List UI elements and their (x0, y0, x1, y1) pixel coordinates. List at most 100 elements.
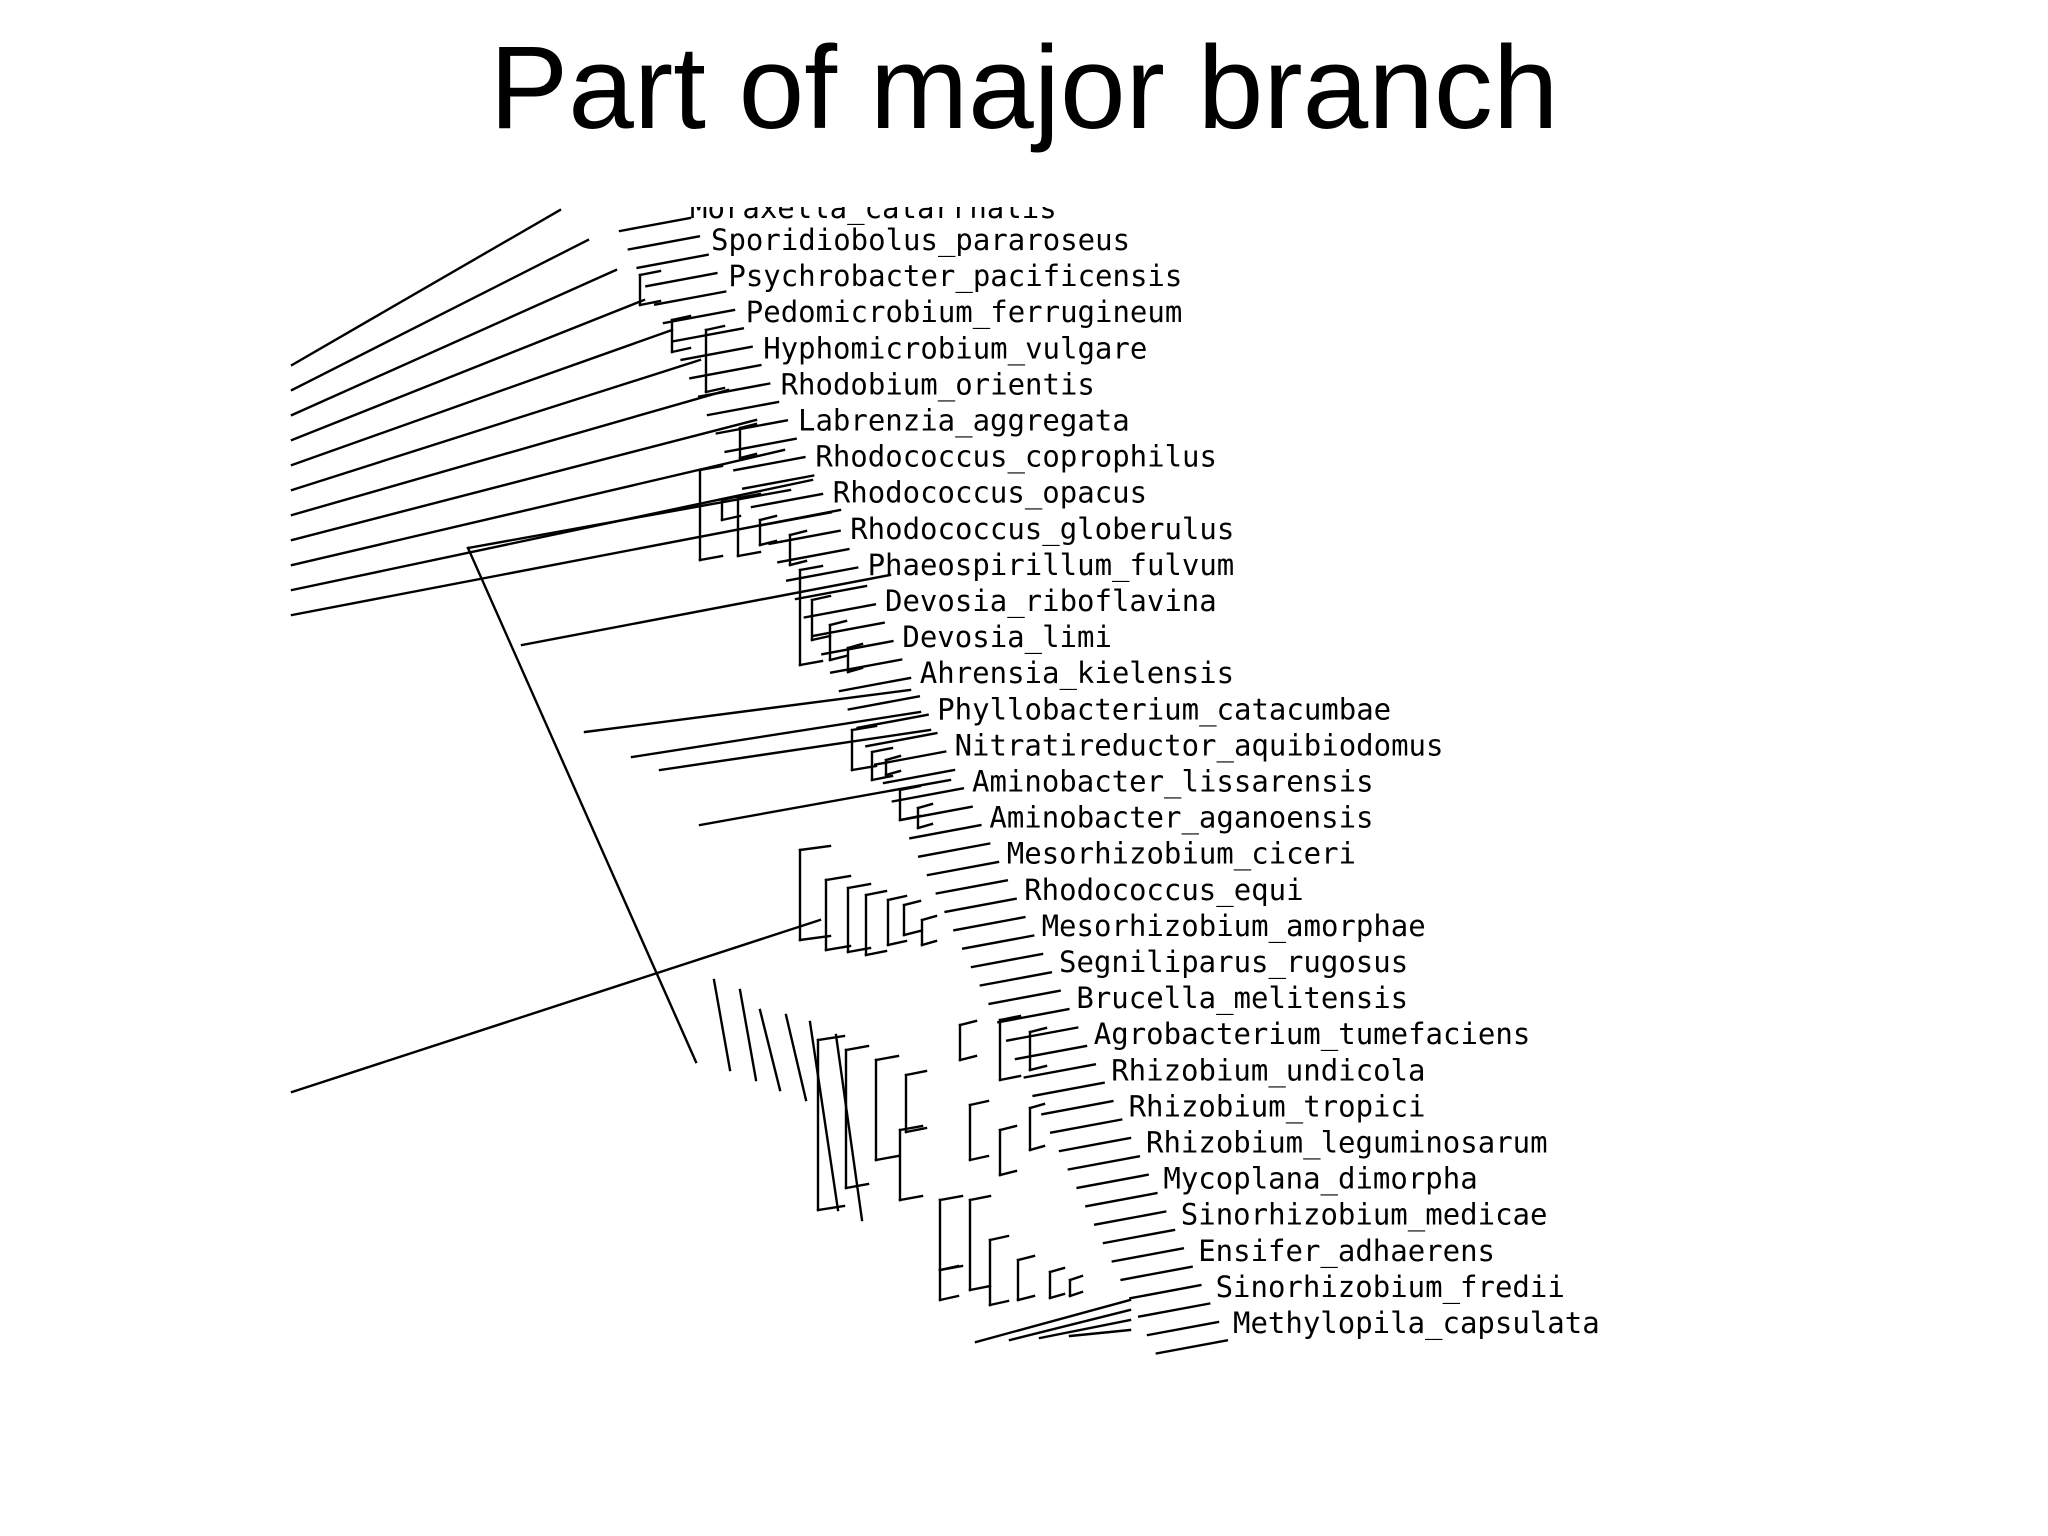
taxon-label: Labrenzia_aggregata (798, 404, 1130, 439)
taxon-label: Segniliparus_rugosus (1059, 945, 1408, 980)
tree-branch (886, 939, 908, 947)
tree-branch (920, 914, 938, 922)
tree-branch (1111, 1247, 1185, 1263)
tree-branch (290, 268, 618, 417)
taxon-label: Rhodococcus_coprophilus (815, 440, 1217, 475)
tree-branch (670, 314, 692, 322)
tree-branch (926, 860, 1000, 877)
tree-branch (891, 787, 965, 803)
tree-branch (988, 1234, 1010, 1242)
tree-branch (794, 584, 868, 601)
tree-branch (886, 894, 908, 902)
tree-branch (870, 746, 894, 754)
slide-title: Part of major branch (489, 22, 1559, 154)
tree-branch (846, 642, 864, 650)
taxon-label: Phaeospirillum_fulvum (868, 548, 1235, 583)
tree-branch (864, 949, 888, 957)
tree-branch (784, 1013, 808, 1102)
tree-branch (968, 1099, 990, 1107)
tree-branch (1005, 1026, 1079, 1042)
taxon-label: Devosia_riboflavina (885, 584, 1217, 619)
tree-branch (653, 290, 727, 306)
tree-branch (1068, 1274, 1084, 1282)
tree-branch (970, 952, 1044, 969)
tree-branch (290, 918, 822, 1094)
tree-branch (988, 989, 1061, 1006)
tree-branch (670, 346, 692, 354)
tree-branch (979, 971, 1053, 987)
tree-branch (938, 1264, 960, 1272)
tree-branch (1032, 1081, 1105, 1098)
tree-branch (697, 382, 771, 398)
tree-branch (816, 1204, 846, 1212)
taxon-label: Brucella_melitensis (1076, 981, 1408, 1016)
taxon-label: Sporidiobolus_pararoseus (711, 223, 1130, 258)
tree-branch (759, 511, 833, 527)
tree-branch (847, 695, 921, 711)
tree-branch (953, 915, 1026, 932)
tree-branch (916, 822, 934, 830)
tree-branch (938, 1194, 964, 1202)
tree-branch (680, 345, 753, 362)
tree-branch (884, 754, 902, 762)
tree-branch (1028, 1064, 1048, 1072)
taxon-label-partial: Moraxella_catarrhalis (690, 191, 1057, 226)
tree-branch (968, 1284, 992, 1292)
tree-branch (1068, 1290, 1084, 1298)
taxon-label: Mesorhizobium_ciceri (1007, 837, 1356, 872)
tree-branch (904, 1069, 928, 1077)
tree-branch (870, 774, 894, 782)
tree-branch (824, 874, 852, 882)
tree-branch (828, 654, 848, 662)
tree-branch (290, 208, 562, 367)
tree-branch (1102, 1228, 1176, 1245)
tree-branch (898, 784, 922, 792)
tree-branch (798, 844, 832, 852)
tree-branch (689, 363, 762, 380)
tree-branch (1048, 1266, 1066, 1274)
tree-branch (662, 308, 736, 325)
tree-branch (812, 621, 885, 638)
tree-branch (1028, 1102, 1046, 1110)
tree-branch (856, 713, 929, 730)
taxon-label: Ahrensia_kielensis (920, 656, 1234, 691)
taxon-label: Agrobacterium_tumefaciens (1094, 1017, 1531, 1052)
tree-branch (698, 554, 724, 562)
tree-branch (736, 492, 762, 500)
tree-branch (808, 1020, 840, 1212)
tree-branch (788, 529, 808, 537)
tree-branch (810, 634, 832, 642)
tree-branch (720, 494, 742, 502)
tree-branch (704, 324, 726, 332)
tree-branch (898, 814, 922, 822)
tree-branch (874, 1054, 900, 1062)
tree-branch (998, 1074, 1022, 1082)
tree-branch (816, 1034, 846, 1042)
taxon-label: Sinorhizobium_fredii (1216, 1270, 1565, 1305)
tree-branch (810, 594, 832, 602)
tree-branch (1041, 1099, 1114, 1116)
tree-branch (698, 464, 724, 472)
tree-branch (638, 269, 662, 277)
tree-branch (898, 1194, 924, 1202)
taxon-label: Rhodococcus_globerulus (850, 512, 1234, 547)
tree-branch (1076, 1173, 1149, 1190)
tree-branch (630, 710, 922, 759)
tree-branch (958, 1019, 978, 1027)
taxon-label: Mycoplana_dimorpha (1163, 1162, 1477, 1197)
tree-branch (671, 327, 745, 343)
tree-branch (909, 823, 982, 840)
tree-branch (968, 1154, 990, 1162)
taxon-label: Hyphomicrobium_vulgare (763, 331, 1147, 366)
tree-branch (758, 1008, 782, 1092)
taxon-label: Rhodobium_orientis (781, 367, 1095, 402)
taxon-label: Nitratireductor_aquibiodomus (955, 728, 1444, 763)
tree-branch (974, 1298, 1132, 1344)
tree-branch (803, 603, 877, 619)
tree-branch (865, 731, 938, 748)
tree-branch (1093, 1210, 1167, 1226)
tree-branch (1028, 1026, 1048, 1034)
taxon-label: Pedomicrobium_ferrugineum (746, 295, 1183, 330)
tree-branch (828, 619, 848, 627)
